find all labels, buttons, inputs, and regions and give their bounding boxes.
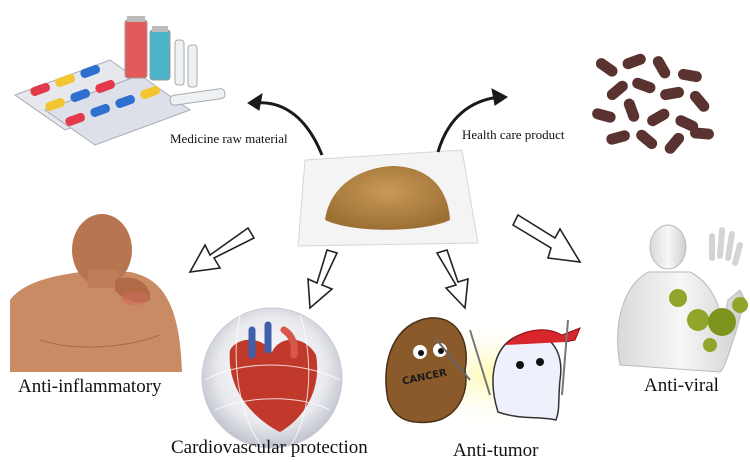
label-health-care-product: Health care product <box>462 127 565 142</box>
arrow-to-anti-inflammatory <box>188 226 256 274</box>
arrow-to-cardiovascular <box>307 249 339 310</box>
label-anti-viral: Anti-viral <box>644 375 719 396</box>
label-anti-inflammatory: Anti-inflammatory <box>18 376 162 397</box>
powder-image <box>297 149 479 247</box>
arrow-to-anti-tumor <box>435 249 469 310</box>
anti-tumor-cartoon-image <box>385 317 581 430</box>
arrow-to-anti-viral <box>511 213 582 263</box>
label-medicine-raw-material: Medicine raw material <box>170 131 288 146</box>
arrow-to-health-care <box>436 88 508 153</box>
capsules-image <box>592 53 714 154</box>
label-cardiovascular-protection: Cardiovascular protection <box>171 437 368 458</box>
label-anti-tumor: Anti-tumor <box>453 440 539 461</box>
arrow-to-medicine <box>247 92 324 156</box>
medicine-pills-image <box>13 16 226 146</box>
heart-sphere-image <box>201 307 343 449</box>
anti-viral-man-image <box>617 224 748 373</box>
inflamed-skin-image <box>10 214 182 372</box>
